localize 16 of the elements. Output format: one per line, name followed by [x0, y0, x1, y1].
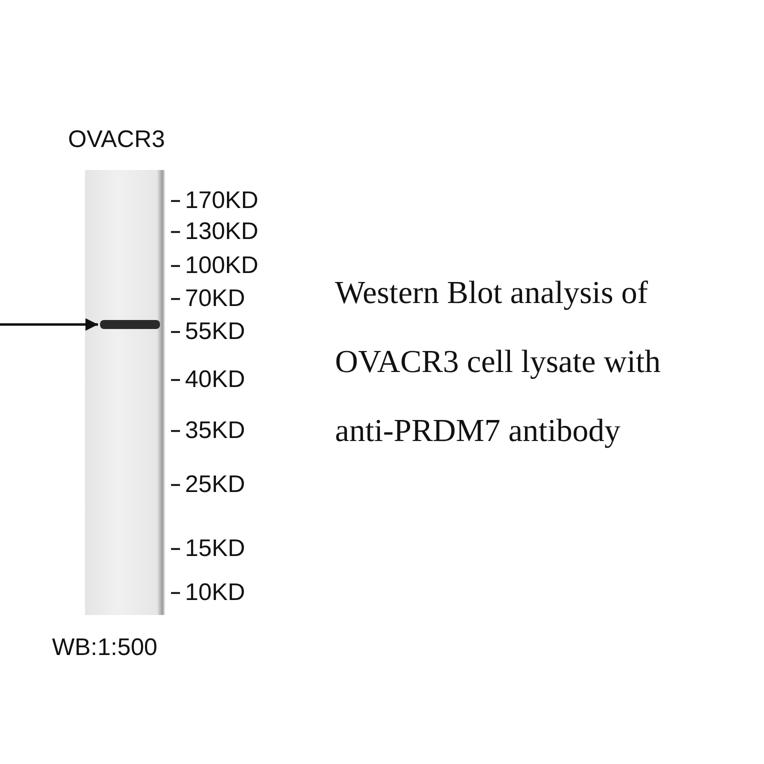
protein-band [100, 320, 160, 329]
marker-label: 25KD [185, 473, 246, 497]
marker-label: 70KD [185, 287, 246, 311]
marker-label: 40KD [185, 368, 246, 392]
caption-text: Western Blot analysis of OVACR3 cell lysate with anti-PRDM7 antibody [335, 273, 662, 450]
marker-label: 100KD [185, 254, 258, 278]
arrow [0, 318, 98, 331]
marker-label: 35KD [185, 419, 246, 443]
marker-label: 15KD [185, 537, 246, 561]
dilution-label: WB:1:500 [52, 636, 158, 660]
lane-label: OVACR3 [68, 128, 165, 152]
marker-label: 55KD [185, 320, 246, 344]
marker-label: 10KD [185, 581, 246, 605]
blot-membrane [85, 170, 165, 615]
marker-label: 170KD [185, 189, 258, 213]
marker-label: 130KD [185, 220, 258, 244]
